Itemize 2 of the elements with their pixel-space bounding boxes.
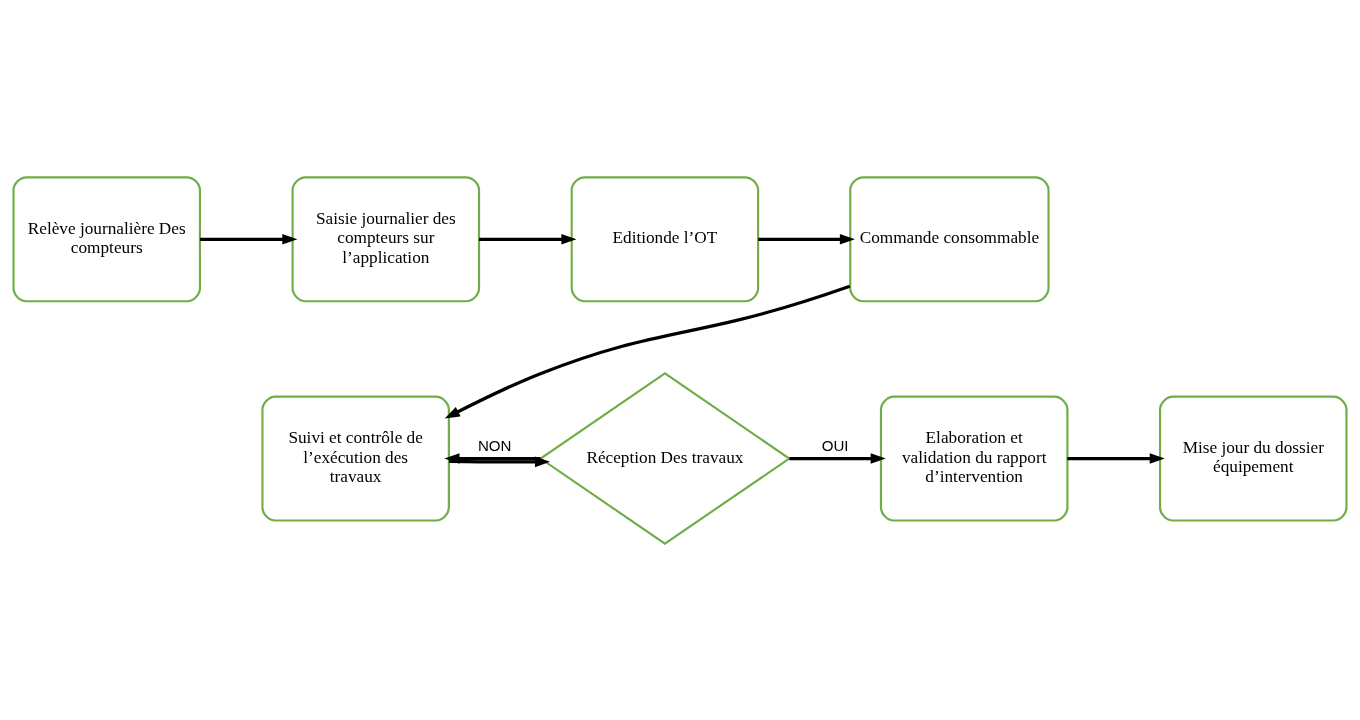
edge-label: OUI xyxy=(821,436,849,454)
edge-label: NON xyxy=(477,436,512,454)
